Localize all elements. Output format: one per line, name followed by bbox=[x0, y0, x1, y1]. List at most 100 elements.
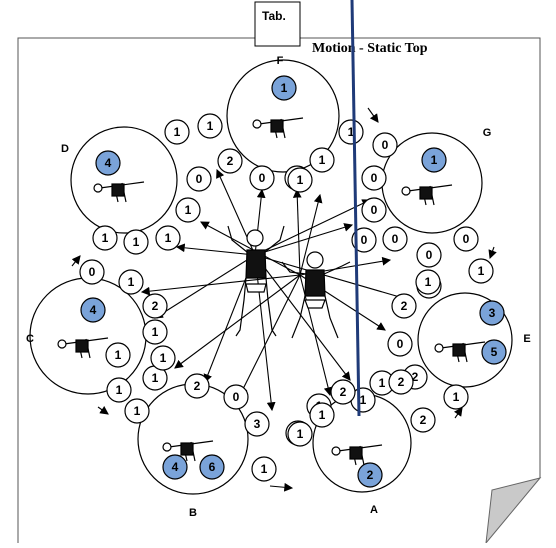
flow-arrow bbox=[254, 199, 371, 256]
value-node[interactable]: 1 bbox=[142, 365, 168, 391]
flow-arrow bbox=[254, 223, 354, 256]
ring-arrow bbox=[453, 407, 463, 419]
value-node[interactable]: 1 bbox=[123, 229, 149, 255]
value-node[interactable]: 0 bbox=[351, 227, 377, 253]
value-node[interactable]: 0 bbox=[361, 197, 387, 223]
station-g[interactable]: G1 bbox=[381, 127, 492, 234]
value-node[interactable]: 1 bbox=[124, 398, 150, 424]
value-node-label: 0 bbox=[233, 390, 240, 404]
value-node[interactable]: 1 bbox=[309, 147, 335, 173]
value-node-label: 0 bbox=[392, 232, 399, 246]
value-node-label: 2 bbox=[398, 375, 405, 389]
value-node-label: 0 bbox=[397, 337, 404, 351]
ring-arrow bbox=[488, 246, 497, 260]
value-node[interactable]: 1 bbox=[251, 456, 277, 482]
value-node[interactable]: 2 bbox=[184, 373, 210, 399]
value-node[interactable]: 1 bbox=[415, 269, 441, 295]
station-d[interactable]: D4 bbox=[61, 126, 178, 234]
value-node[interactable]: 1 bbox=[443, 384, 469, 410]
value-node-label: 1 bbox=[297, 427, 304, 441]
value-node-label: 1 bbox=[297, 173, 304, 187]
value-node[interactable]: 2 bbox=[391, 293, 417, 319]
flow-arrow bbox=[254, 254, 412, 303]
value-node-label: 2 bbox=[227, 154, 234, 168]
value-node[interactable]: 0 bbox=[372, 132, 398, 158]
value-node[interactable]: 3 bbox=[244, 411, 270, 437]
value-node[interactable]: 1 bbox=[118, 269, 144, 295]
value-node-label: 1 bbox=[348, 125, 355, 139]
station-circle bbox=[226, 59, 340, 173]
diagram-title: Motion - Static Top bbox=[312, 41, 428, 56]
station-e[interactable]: E35 bbox=[417, 292, 531, 388]
pose-illustration bbox=[57, 337, 109, 359]
value-node[interactable]: 1 bbox=[197, 113, 223, 139]
station-label: A bbox=[370, 504, 378, 516]
value-node[interactable]: 0 bbox=[361, 165, 387, 191]
station-badge bbox=[80, 297, 106, 323]
pose-illustration bbox=[331, 444, 383, 466]
value-node[interactable]: 1 bbox=[287, 421, 313, 447]
station-label: B bbox=[189, 507, 197, 519]
value-node[interactable]: 0 bbox=[79, 259, 105, 285]
flow-arrow bbox=[299, 193, 323, 276]
value-node[interactable]: 1 bbox=[92, 225, 118, 251]
value-node-label: 1 bbox=[207, 119, 214, 133]
value-node[interactable]: 1 bbox=[468, 258, 494, 284]
value-node-label: 0 bbox=[196, 172, 203, 186]
value-node-label: 0 bbox=[371, 171, 378, 185]
station-badge-value: 1 bbox=[431, 153, 438, 167]
value-node[interactable]: 1 bbox=[287, 167, 313, 193]
value-node[interactable]: 0 bbox=[416, 242, 442, 268]
value-node-label: 1 bbox=[319, 153, 326, 167]
value-node[interactable]: 1 bbox=[338, 119, 364, 145]
value-node-label: 1 bbox=[134, 404, 141, 418]
value-node[interactable]: 1 bbox=[309, 402, 335, 428]
value-node[interactable]: 1 bbox=[106, 377, 132, 403]
station-badge-value: 1 bbox=[281, 81, 288, 95]
value-node-label: 1 bbox=[261, 462, 268, 476]
flow-arrow bbox=[292, 188, 302, 276]
station-badge-value: 2 bbox=[367, 468, 374, 482]
station-label: G bbox=[483, 127, 492, 139]
value-node-label: 1 bbox=[116, 383, 123, 397]
value-node[interactable]: 1 bbox=[164, 119, 190, 145]
flow-arrow bbox=[254, 254, 351, 381]
station-badge bbox=[357, 462, 383, 488]
value-node[interactable]: 2 bbox=[388, 369, 414, 395]
value-node[interactable]: 2 bbox=[142, 293, 168, 319]
value-node-label: 0 bbox=[259, 171, 266, 185]
marker-bar[interactable] bbox=[350, 0, 361, 417]
station-label: E bbox=[523, 333, 530, 345]
value-node[interactable]: 0 bbox=[453, 226, 479, 252]
station-label: D bbox=[61, 143, 69, 155]
value-node[interactable]: 2 bbox=[217, 148, 243, 174]
value-node[interactable]: 0 bbox=[223, 384, 249, 410]
arrows-layer bbox=[71, 107, 497, 492]
value-node[interactable]: 0 bbox=[249, 165, 275, 191]
value-node-label: 1 bbox=[360, 393, 367, 407]
station-a[interactable]: A2 bbox=[312, 393, 412, 516]
station-c[interactable]: C4 bbox=[26, 277, 147, 395]
flow-arrow bbox=[254, 254, 276, 412]
tab-box[interactable] bbox=[254, 1, 301, 47]
value-node[interactable]: 2 bbox=[410, 407, 436, 433]
value-node[interactable]: 1 bbox=[150, 345, 176, 371]
value-node[interactable]: 1 bbox=[105, 342, 131, 368]
station-badge bbox=[199, 454, 225, 480]
value-node[interactable]: 1 bbox=[175, 197, 201, 223]
value-node-label: 1 bbox=[379, 376, 386, 390]
ring-arrow bbox=[367, 107, 379, 123]
value-node[interactable]: 2 bbox=[330, 379, 356, 405]
station-badge bbox=[479, 300, 505, 326]
value-node[interactable]: 0 bbox=[387, 331, 413, 357]
value-node-label: 1 bbox=[453, 390, 460, 404]
value-node[interactable]: 1 bbox=[155, 225, 181, 251]
value-node-label: 1 bbox=[185, 203, 192, 217]
station-f[interactable]: F1 bbox=[226, 55, 340, 173]
value-node[interactable]: 1 bbox=[142, 319, 168, 345]
value-node[interactable]: 0 bbox=[382, 226, 408, 252]
value-node-label: 1 bbox=[133, 235, 140, 249]
value-node[interactable]: 0 bbox=[186, 166, 212, 192]
value-node-label: 0 bbox=[371, 203, 378, 217]
